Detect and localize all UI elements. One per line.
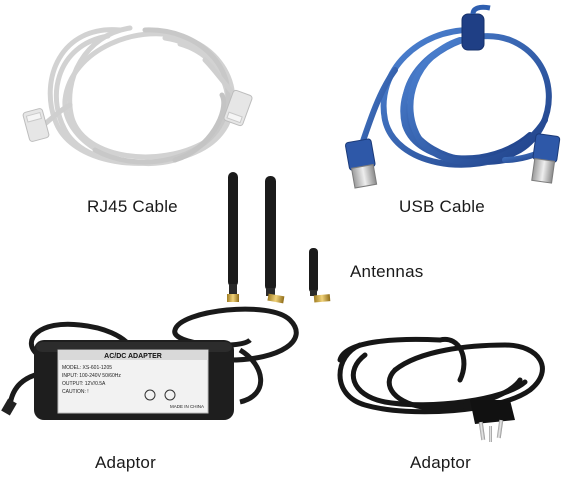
sticker-output: OUTPUT: 12V/0.5A (62, 381, 106, 387)
usb-cable-image (357, 27, 552, 168)
usb-b-connector (531, 133, 561, 184)
rj45-connector-left (22, 108, 50, 142)
usb-a-connector (344, 138, 378, 189)
sticker-caution: CAUTION: ! (62, 389, 89, 395)
rj45-cable-label: RJ45 Cable (87, 197, 178, 216)
sticker-input: INPUT: 100-240V 50/60Hz (62, 373, 121, 379)
sticker-model: MODEL: XS-601-1205 (62, 365, 112, 371)
sticker-title: AC/DC ADAPTER (104, 353, 162, 360)
adapter-brick-image (1, 306, 299, 420)
rj45-connector-right (223, 89, 253, 127)
power-plug (470, 400, 515, 442)
usb-cable-label: USB Cable (399, 197, 485, 216)
rj45-cable-image (37, 25, 238, 167)
antennas-image (227, 172, 331, 304)
power-cord-image (337, 336, 545, 415)
adapter-brick-label: Adaptor (95, 453, 156, 472)
sticker-made-in: MADE IN CHINA (170, 404, 204, 409)
usb-ferrite-bead (461, 13, 485, 51)
ce-mark-icon (144, 389, 176, 401)
antennas-label: Antennas (350, 262, 424, 281)
adapter-plug-label: Adaptor (410, 453, 471, 472)
